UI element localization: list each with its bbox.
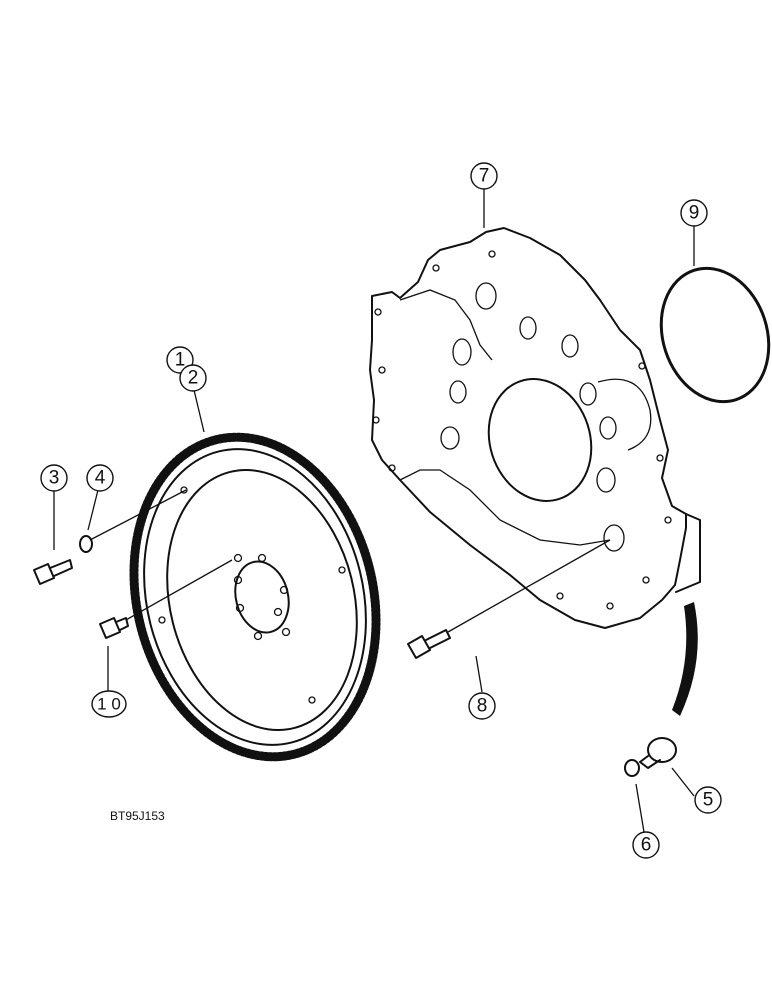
seal-ring [659, 266, 771, 404]
callout-3: 3 [40, 464, 68, 492]
flywheel-bolt [99, 617, 129, 639]
svg-text:4: 4 [95, 468, 106, 489]
svg-text:6: 6 [641, 835, 652, 856]
leader-lines [53, 186, 695, 833]
svg-text:1 0: 1 0 [97, 695, 121, 714]
svg-text:8: 8 [477, 696, 488, 717]
housing-bolt [407, 629, 451, 659]
callout-4: 4 [86, 464, 114, 492]
flywheel [129, 432, 381, 762]
o-ring [624, 759, 640, 777]
drawing-code: BT95J153 [110, 809, 165, 823]
callout-5: 5 [694, 786, 722, 814]
svg-text:3: 3 [49, 468, 60, 489]
bolt [33, 559, 73, 585]
plug [639, 737, 677, 769]
callout-6: 6 [632, 831, 660, 859]
callout-7: 7 [470, 162, 498, 190]
callout-8: 8 [468, 692, 496, 720]
direction-arrow [672, 602, 698, 716]
washer [79, 535, 93, 553]
flywheel-housing [369, 227, 701, 629]
svg-text:9: 9 [689, 203, 700, 224]
svg-text:7: 7 [479, 166, 490, 187]
callout-9: 9 [680, 199, 708, 227]
callout-2: 2 [179, 364, 207, 392]
svg-text:5: 5 [703, 790, 714, 811]
svg-text:1: 1 [175, 350, 186, 371]
callout-10: 1 0 [91, 690, 127, 718]
svg-text:2: 2 [188, 368, 199, 389]
